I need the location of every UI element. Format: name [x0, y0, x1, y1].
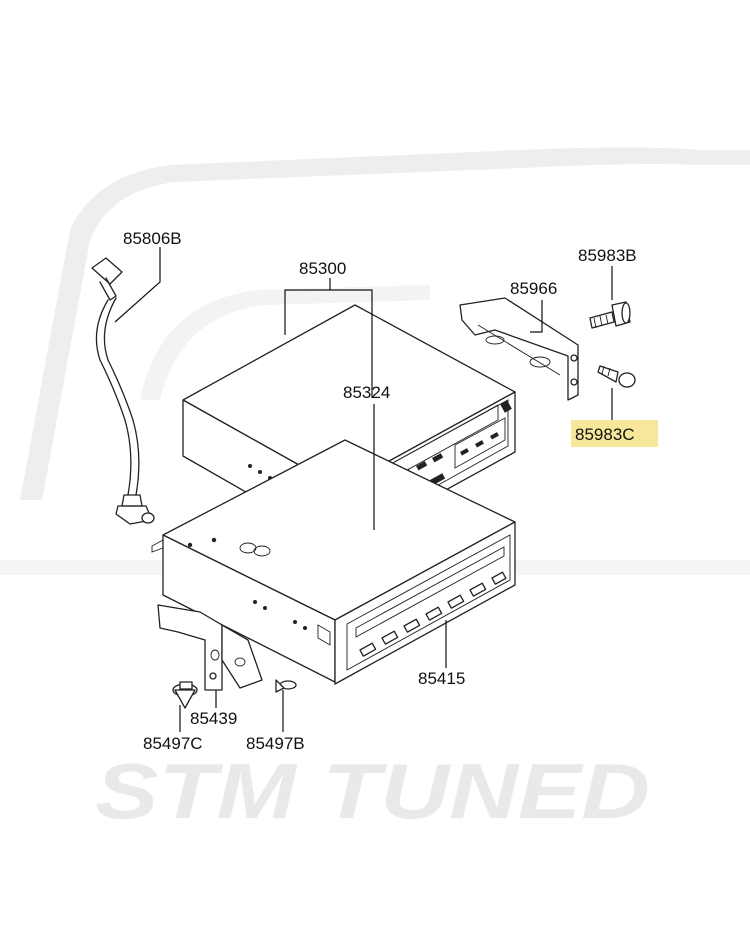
label-85806B[interactable]: 85806B [123, 229, 182, 248]
screw-85497B [275, 679, 297, 693]
part-labels: 85806B 85300 85324 85966 85983B 85983C 8… [123, 229, 637, 753]
bracket-left [157, 604, 263, 691]
watermark-text: STM TUNED [95, 747, 650, 835]
label-85300[interactable]: 85300 [299, 259, 346, 278]
bolt-85983B [589, 301, 631, 329]
label-85983B[interactable]: 85983B [578, 246, 637, 265]
antenna-cable [91, 257, 155, 525]
screw-85983C [597, 365, 636, 388]
label-85439[interactable]: 85439 [190, 709, 237, 728]
label-85983C[interactable]: 85983C [575, 425, 635, 444]
bolt-85497C [172, 681, 198, 709]
label-85497B[interactable]: 85497B [246, 734, 305, 753]
cd-unit [151, 439, 516, 685]
label-85497C[interactable]: 85497C [143, 734, 203, 753]
label-85966[interactable]: 85966 [510, 279, 557, 298]
leader-lines [114, 247, 613, 732]
highlight-box [571, 420, 658, 447]
label-85324[interactable]: 85324 [343, 383, 390, 402]
label-85415[interactable]: 85415 [418, 669, 465, 688]
